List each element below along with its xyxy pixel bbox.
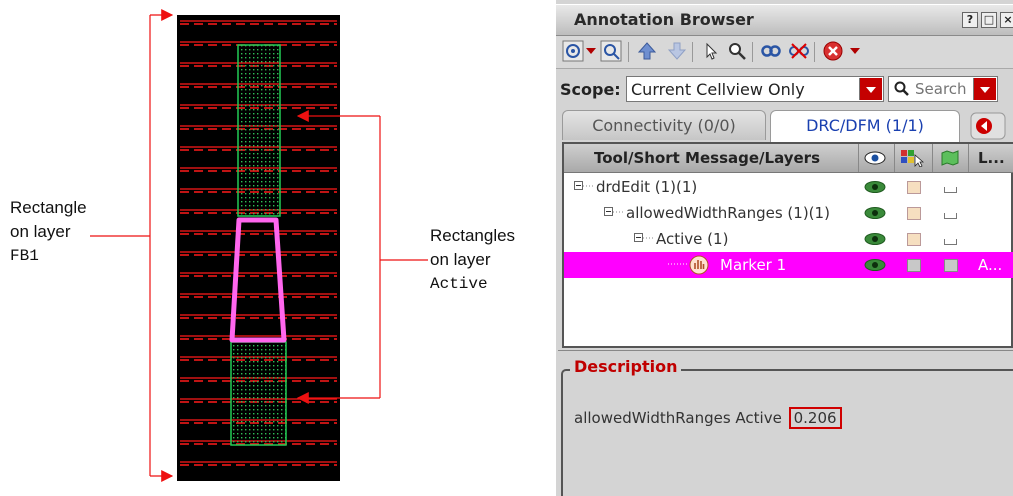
link-icon[interactable] [760, 40, 782, 62]
chevron-down-icon[interactable] [859, 78, 882, 100]
drc-marker-shape [229, 217, 287, 343]
tree-row-drdedit[interactable]: drdEdit (1)(1) [564, 174, 1013, 200]
scope-label: Scope: [560, 80, 621, 99]
toolbar-separator [814, 42, 815, 62]
annotation-tree: Tool/Short Message/Layers L... [562, 142, 1013, 348]
tree-connector [583, 185, 595, 187]
description-panel: Description allowedWidthRanges Active 0.… [558, 350, 1013, 496]
tree-connector [643, 237, 655, 239]
tab-drc-dfm[interactable]: DRC/DFM (1/1) [770, 110, 960, 142]
search-icon [894, 81, 909, 96]
search-field[interactable] [888, 76, 998, 102]
toolbar [556, 36, 1013, 69]
column-separator[interactable] [968, 144, 969, 172]
tree-row-label: Active (1) [656, 230, 729, 248]
highlight-swatch[interactable] [907, 233, 921, 246]
map-checkbox[interactable] [944, 187, 957, 193]
scope-row: Scope: Current Cellview Only [556, 72, 1013, 106]
restore-button[interactable]: □ [981, 12, 997, 28]
tree-row-active[interactable]: Active (1) [564, 226, 1013, 252]
close-button[interactable]: × [1000, 12, 1013, 28]
tree-row-allowedwidthranges[interactable]: allowedWidthRanges (1)(1) [564, 200, 1013, 226]
active-rectangle-lower [230, 341, 287, 446]
description-frame [561, 369, 1013, 496]
map-checkbox[interactable] [944, 239, 957, 245]
column-separator[interactable] [932, 144, 933, 172]
help-button[interactable]: ? [962, 12, 978, 28]
hand-marker-icon [689, 255, 709, 275]
active-label-line2: on layer [430, 250, 491, 269]
map-checkbox[interactable] [944, 213, 957, 219]
map-icon[interactable] [940, 150, 960, 166]
toolbar-separator [752, 42, 753, 62]
tree-row-label: allowedWidthRanges (1)(1) [626, 204, 830, 222]
tree-header: Tool/Short Message/Layers L... [564, 144, 1013, 173]
tree-connector [613, 211, 625, 213]
arrow-down-icon[interactable] [666, 40, 688, 62]
annotation-browser-window: Annotation Browser ? □ × [556, 0, 1013, 496]
tree-row-extra: A... [978, 256, 1003, 274]
description-text: allowedWidthRanges Active 0.206 [574, 407, 842, 429]
highlight-swatch[interactable] [907, 207, 921, 220]
active-callout-label: Rectangles on layer Active [430, 224, 515, 296]
fb1-label-line2: on layer [10, 222, 71, 241]
visibility-eye-icon[interactable] [864, 150, 886, 166]
visibility-eye-icon[interactable] [864, 232, 886, 246]
scope-value: Current Cellview Only [631, 80, 805, 99]
target-dropdown-arrow[interactable] [586, 48, 596, 54]
magnifier-icon[interactable] [726, 40, 748, 62]
highlight-swatch[interactable] [907, 259, 921, 272]
description-message: allowedWidthRanges Active [574, 409, 782, 427]
description-value: 0.206 [788, 407, 842, 429]
zoom-fit-icon[interactable] [600, 40, 622, 62]
visibility-eye-icon[interactable] [864, 180, 886, 194]
toolbar-separator [628, 42, 629, 62]
column-header-last[interactable]: L... [978, 149, 1005, 167]
active-layer-name: Active [430, 275, 488, 293]
window-title: Annotation Browser [574, 10, 754, 29]
tab-bar: Connectivity (0/0) DRC/DFM (1/1) [556, 108, 1013, 142]
tree-connector [668, 263, 688, 265]
active-rectangle-upper [237, 44, 281, 217]
column-separator[interactable] [894, 144, 895, 172]
collapse-icon[interactable] [574, 181, 583, 190]
column-header-name[interactable]: Tool/Short Message/Layers [594, 149, 821, 167]
search-input[interactable] [915, 79, 971, 99]
stop-icon[interactable] [822, 40, 844, 62]
collapse-icon[interactable] [604, 207, 613, 216]
highlight-palette-icon[interactable] [900, 149, 924, 167]
stop-dropdown-arrow[interactable] [850, 48, 860, 54]
map-checkbox[interactable] [944, 259, 958, 272]
layout-figure [90, 9, 428, 482]
tab-scroll-left-icon[interactable] [970, 112, 1006, 140]
tab-connectivity[interactable]: Connectivity (0/0) [562, 110, 766, 140]
active-label-line1: Rectangles [430, 226, 516, 245]
visibility-eye-icon[interactable] [864, 258, 886, 272]
visibility-eye-icon[interactable] [864, 206, 886, 220]
title-bar[interactable]: Annotation Browser ? □ × [556, 4, 1013, 36]
target-icon[interactable] [562, 40, 584, 62]
tree-row-label: Marker 1 [720, 256, 787, 274]
column-separator[interactable] [858, 144, 859, 172]
fb1-label-line1: Rectangle [10, 198, 87, 217]
fb1-callout-label: Rectangle on layer FB1 [10, 196, 87, 268]
description-title: Description [570, 357, 682, 376]
fb1-layer-name: FB1 [10, 247, 39, 265]
tree-row-marker-1[interactable]: Marker 1 A... [564, 252, 1013, 278]
collapse-icon[interactable] [634, 233, 643, 242]
tree-row-label: drdEdit (1)(1) [596, 178, 698, 196]
unlink-icon[interactable] [788, 40, 810, 62]
scope-select[interactable]: Current Cellview Only [626, 76, 884, 102]
pointer-icon[interactable] [700, 40, 722, 62]
highlight-swatch[interactable] [907, 181, 921, 194]
toolbar-separator [692, 42, 693, 62]
search-options-chevron-icon[interactable] [973, 78, 996, 100]
arrow-up-icon[interactable] [636, 40, 658, 62]
